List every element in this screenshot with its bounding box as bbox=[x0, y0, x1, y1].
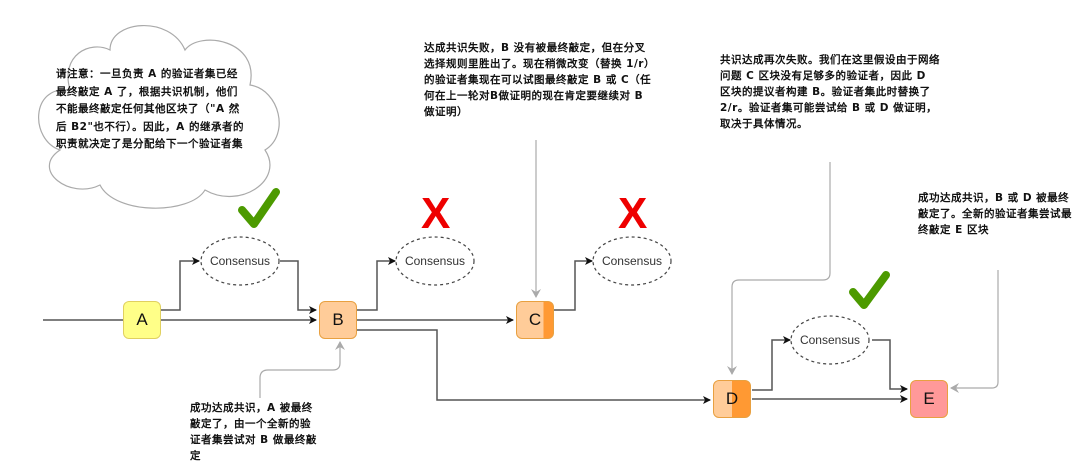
block-d[interactable]: D bbox=[713, 380, 751, 418]
consensus-node: Consensus bbox=[200, 236, 280, 286]
edge-a-consensus1 bbox=[161, 257, 200, 311]
connector-final-success-to-e bbox=[950, 270, 999, 393]
note-final-success: 成功达成共识，B 或 D 被最终敲定了。全新的验证者集尝试最终敲定 E 区块 bbox=[918, 192, 1072, 236]
block-b[interactable]: B bbox=[319, 301, 357, 339]
block-label: B bbox=[332, 310, 344, 329]
consensus-label: Consensus bbox=[405, 254, 465, 268]
block-e[interactable]: E bbox=[910, 380, 948, 418]
block-a[interactable]: A bbox=[123, 301, 161, 339]
consensus-node: Consensus bbox=[790, 315, 870, 365]
note-second-fail: 共识达成再次失败。我们在这里假设由于网络问题 C 区块没有足够多的验证者，因此 … bbox=[720, 54, 940, 130]
block-label: C bbox=[528, 310, 542, 329]
block-label: E bbox=[923, 389, 935, 408]
connector-first-success-to-b bbox=[259, 341, 345, 398]
consensus-node: Consensus bbox=[395, 236, 475, 286]
consensus-label: Consensus bbox=[602, 254, 662, 268]
edge-consensus4-e bbox=[872, 339, 908, 393]
block-label: A bbox=[136, 310, 148, 329]
edge-consensus1-b bbox=[280, 260, 317, 314]
check-icon bbox=[849, 271, 890, 309]
cloud-shape bbox=[38, 25, 280, 209]
connector-second-fail-to-d bbox=[727, 162, 831, 375]
block-label: D bbox=[725, 389, 739, 408]
edge-b-d bbox=[357, 329, 711, 404]
block-c[interactable]: C bbox=[516, 301, 554, 339]
consensus-label: Consensus bbox=[210, 254, 270, 268]
fail-x-icon: X bbox=[618, 189, 648, 238]
edge-c-consensus3 bbox=[554, 257, 593, 311]
check-icon bbox=[238, 188, 280, 228]
edge-d-consensus4 bbox=[752, 336, 791, 391]
note-first-success: 成功达成共识，A 被最终敲定了，由一个全新的验证者集尝试对 B 做最终敲定 bbox=[190, 402, 317, 462]
note-fork-fail: 达成共识失败，B 没有被最终敲定，但在分叉选择规则里胜出了。现在稍微改变（替换 … bbox=[424, 42, 652, 118]
consensus-label: Consensus bbox=[800, 333, 860, 347]
edge-b-consensus2 bbox=[357, 257, 396, 311]
consensus-node: Consensus bbox=[592, 236, 672, 286]
fail-x-icon: X bbox=[421, 189, 451, 238]
note-cloud: 请注意：一旦负责 A 的验证者集已经最终敲定 A 了，根据共识机制，他们不能最终… bbox=[56, 68, 244, 150]
